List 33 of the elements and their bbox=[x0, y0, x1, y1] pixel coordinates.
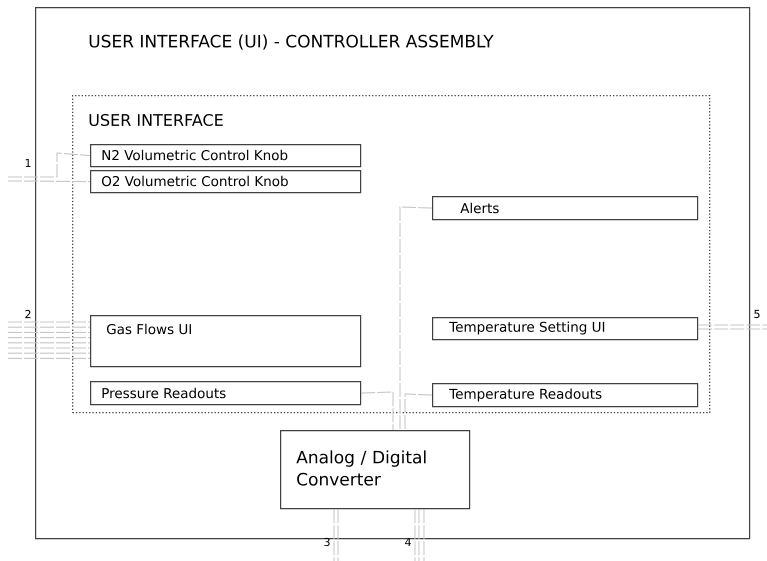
wire bbox=[404, 393, 432, 430]
wire bbox=[8, 337, 90, 338]
wire bbox=[8, 342, 90, 344]
wire bbox=[8, 180, 90, 182]
wire bbox=[698, 328, 767, 330]
wire bbox=[337, 509, 339, 561]
wire bbox=[8, 352, 90, 354]
component-box: Temperature Readouts bbox=[432, 383, 698, 408]
component-box: Gas Flows UI bbox=[90, 315, 362, 368]
wire bbox=[361, 391, 394, 430]
wire bbox=[8, 321, 90, 323]
component-box: Temperature Setting UI bbox=[432, 317, 698, 340]
wire bbox=[333, 509, 335, 561]
wire bbox=[8, 347, 90, 349]
wire bbox=[8, 152, 90, 178]
wire-number: 1 bbox=[26, 159, 30, 167]
wire-number: 2 bbox=[25, 310, 30, 318]
wire bbox=[418, 509, 420, 561]
wire bbox=[423, 509, 425, 561]
wire-number: 4 bbox=[405, 538, 411, 546]
wire bbox=[8, 332, 90, 333]
wire bbox=[414, 509, 416, 561]
wire bbox=[399, 206, 432, 430]
converter-box: Analog / Digital Converter bbox=[280, 430, 470, 510]
wire-number: 5 bbox=[754, 310, 760, 318]
component-box: O2 Volumetric Control Knob bbox=[90, 170, 362, 194]
wire bbox=[8, 358, 90, 359]
component-box: N2 Volumetric Control Knob bbox=[90, 144, 362, 168]
component-box: Pressure Readouts bbox=[90, 381, 362, 406]
wire bbox=[698, 324, 767, 326]
component-box: Alerts bbox=[432, 196, 698, 220]
wire bbox=[8, 326, 90, 328]
wire-number: 3 bbox=[324, 538, 330, 546]
